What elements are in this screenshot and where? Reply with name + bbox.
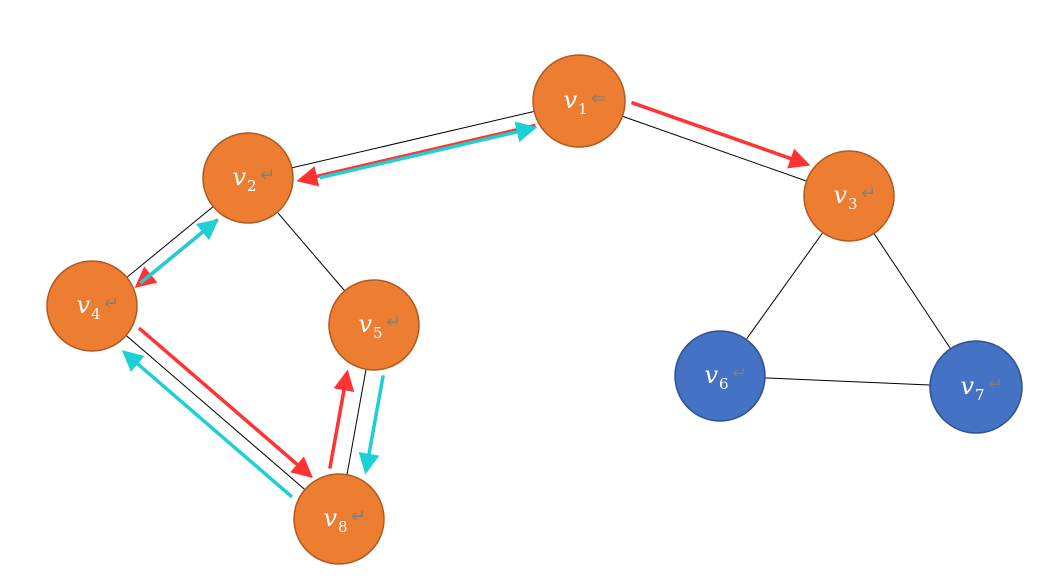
node-subscript-v4: 4	[91, 305, 101, 323]
node-subscript-v8: 8	[338, 518, 348, 536]
node-subscript-v5: 5	[373, 324, 383, 342]
edge-v1-v2	[247, 100, 580, 179]
node-label-v3: v	[833, 181, 847, 209]
node-circle-v7	[929, 340, 1023, 434]
return-mark-icon: ↵	[988, 374, 1003, 395]
node-circle-v1	[532, 54, 626, 148]
node-subscript-v1: 1	[578, 100, 588, 118]
node-label-v7: v	[960, 372, 974, 400]
node-label-v6: v	[704, 361, 718, 389]
return-mark-icon: ⇐	[591, 88, 606, 109]
node-subscript-v6: 6	[719, 375, 729, 393]
backtrack-arrow-v2-to-v1	[319, 121, 538, 180]
return-mark-icon: ↵	[260, 165, 275, 186]
forward-arrow-v4-to-v8	[137, 326, 313, 479]
node-circle-v8	[293, 473, 385, 565]
node-circle-v5	[328, 279, 420, 371]
node-circle-v3	[803, 150, 895, 242]
node-circle-v6	[674, 330, 766, 422]
forward-arrow-v8-to-v5	[328, 369, 355, 469]
traversal-arrows-layer	[121, 100, 811, 499]
backtrack-arrow-v4-to-v2	[139, 218, 219, 285]
node-circle-v2	[202, 132, 294, 224]
edge-v4-v8	[91, 305, 340, 520]
return-mark-icon: ↵	[104, 293, 119, 314]
node-label-v5: v	[358, 310, 372, 338]
return-mark-icon: ↵	[732, 363, 747, 384]
node-subscript-v3: 3	[848, 195, 858, 213]
backtrack-arrow-v8-to-v4	[121, 350, 294, 499]
node-label-v2: v	[232, 163, 246, 191]
forward-arrow-v1-to-v3	[630, 100, 811, 169]
node-circle-v4	[46, 260, 138, 352]
node-label-v1: v	[563, 86, 577, 114]
node-label-v8: v	[323, 504, 337, 532]
node-subscript-v7: 7	[975, 386, 985, 404]
node-subscript-v2: 2	[247, 177, 257, 195]
backtrack-arrow-v5-to-v8	[358, 375, 385, 475]
forward-arrow-v1-to-v2	[296, 123, 536, 187]
return-mark-icon: ↵	[861, 183, 876, 204]
return-mark-icon: ↵	[386, 312, 401, 333]
node-label-v4: v	[76, 291, 90, 319]
return-mark-icon: ↵	[351, 506, 366, 527]
edge-v1-v3	[578, 100, 850, 197]
